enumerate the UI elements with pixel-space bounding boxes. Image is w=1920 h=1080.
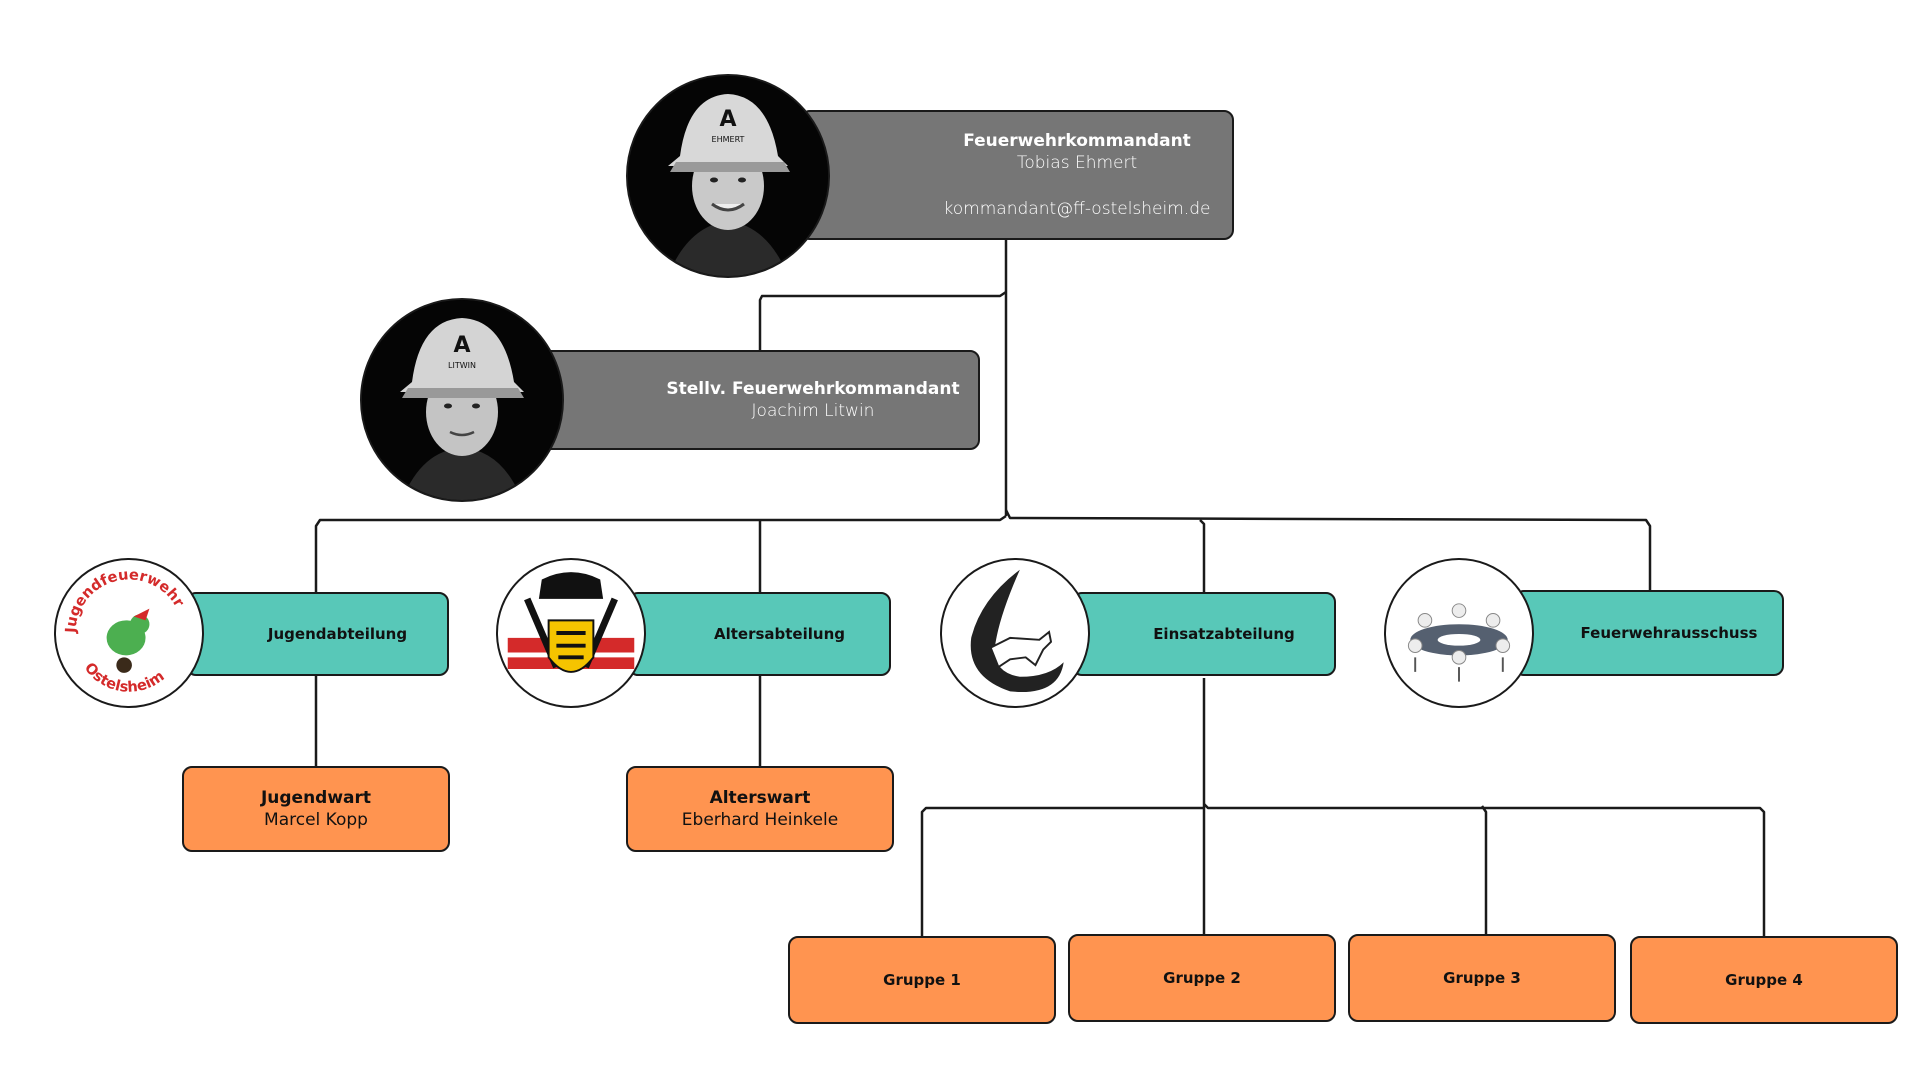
connector-dept-einsatzabteilung: [1199, 519, 1206, 592]
commander-title: Feuerwehrkommandant: [963, 131, 1191, 151]
connector-group-3: [1480, 805, 1488, 935]
group-4: Gruppe 4: [1630, 936, 1898, 1024]
department-label: Altersabteilung: [713, 625, 845, 643]
youth-fire-brigade-logo-icon: Jugendfeuerwehr Ostelsheim: [54, 558, 204, 708]
group-label: Gruppe 1: [883, 971, 961, 989]
department-jugendabteilung: Jugendabteilung: [186, 592, 449, 676]
flame-lion-icon: [940, 558, 1090, 708]
department-einsatzabteilung: Einsatzabteilung: [1072, 592, 1336, 676]
commander-helmet-letter: A: [719, 107, 736, 132]
deputy-box: Stellv. Feuerwehrkommandant Joachim Litw…: [536, 350, 980, 450]
warden-alterswart: Alterswart Eberhard Heinkele: [626, 766, 894, 852]
warden-title: Alterswart: [709, 788, 811, 808]
group-1: Gruppe 1: [788, 936, 1056, 1024]
warden-name: Eberhard Heinkele: [681, 810, 839, 830]
department-label: Einsatzabteilung: [1153, 625, 1295, 643]
commander-helmet-name: EHMERT: [712, 135, 745, 144]
group-3: Gruppe 3: [1348, 934, 1616, 1022]
warden-title: Jugendwart: [260, 788, 372, 808]
connector-groups-bar-left: [920, 806, 1204, 938]
group-label: Gruppe 3: [1443, 969, 1521, 987]
connector-departments-bar: [1004, 509, 1652, 592]
commander-box: Feuerwehrkommandant Tobias Ehmert komman…: [800, 110, 1234, 240]
commander-photo: A EHMERT: [626, 74, 830, 278]
commander-email[interactable]: kommandant@ff-ostelsheim.de: [943, 199, 1211, 219]
meeting-table-icon: [1384, 558, 1534, 708]
commander-name: Tobias Ehmert: [1016, 153, 1138, 173]
connector-groups-bar-right: [1203, 803, 1766, 938]
deputy-helmet-name: LITWIN: [448, 361, 476, 370]
warden-jugendwart: Jugendwart Marcel Kopp: [182, 766, 450, 852]
deputy-helmet-letter: A: [453, 333, 470, 358]
connector-dept-left: [314, 514, 1007, 592]
department-altersabteilung: Altersabteilung: [628, 592, 891, 676]
deputy-photo: A LITWIN: [360, 298, 564, 502]
group-label: Gruppe 4: [1725, 971, 1803, 989]
fire-brigade-crest-icon: [496, 558, 646, 708]
deputy-title: Stellv. Feuerwehrkommandant: [666, 379, 960, 399]
deputy-name: Joachim Litwin: [751, 401, 875, 421]
group-2: Gruppe 2: [1068, 934, 1336, 1022]
department-label: Feuerwehrausschuss: [1580, 624, 1758, 642]
department-label: Jugendabteilung: [267, 625, 408, 643]
group-label: Gruppe 2: [1163, 969, 1241, 987]
warden-name: Marcel Kopp: [264, 810, 368, 830]
department-feuerwehrausschuss: Feuerwehrausschuss: [1514, 590, 1784, 676]
connector-deputy: [758, 290, 1007, 350]
